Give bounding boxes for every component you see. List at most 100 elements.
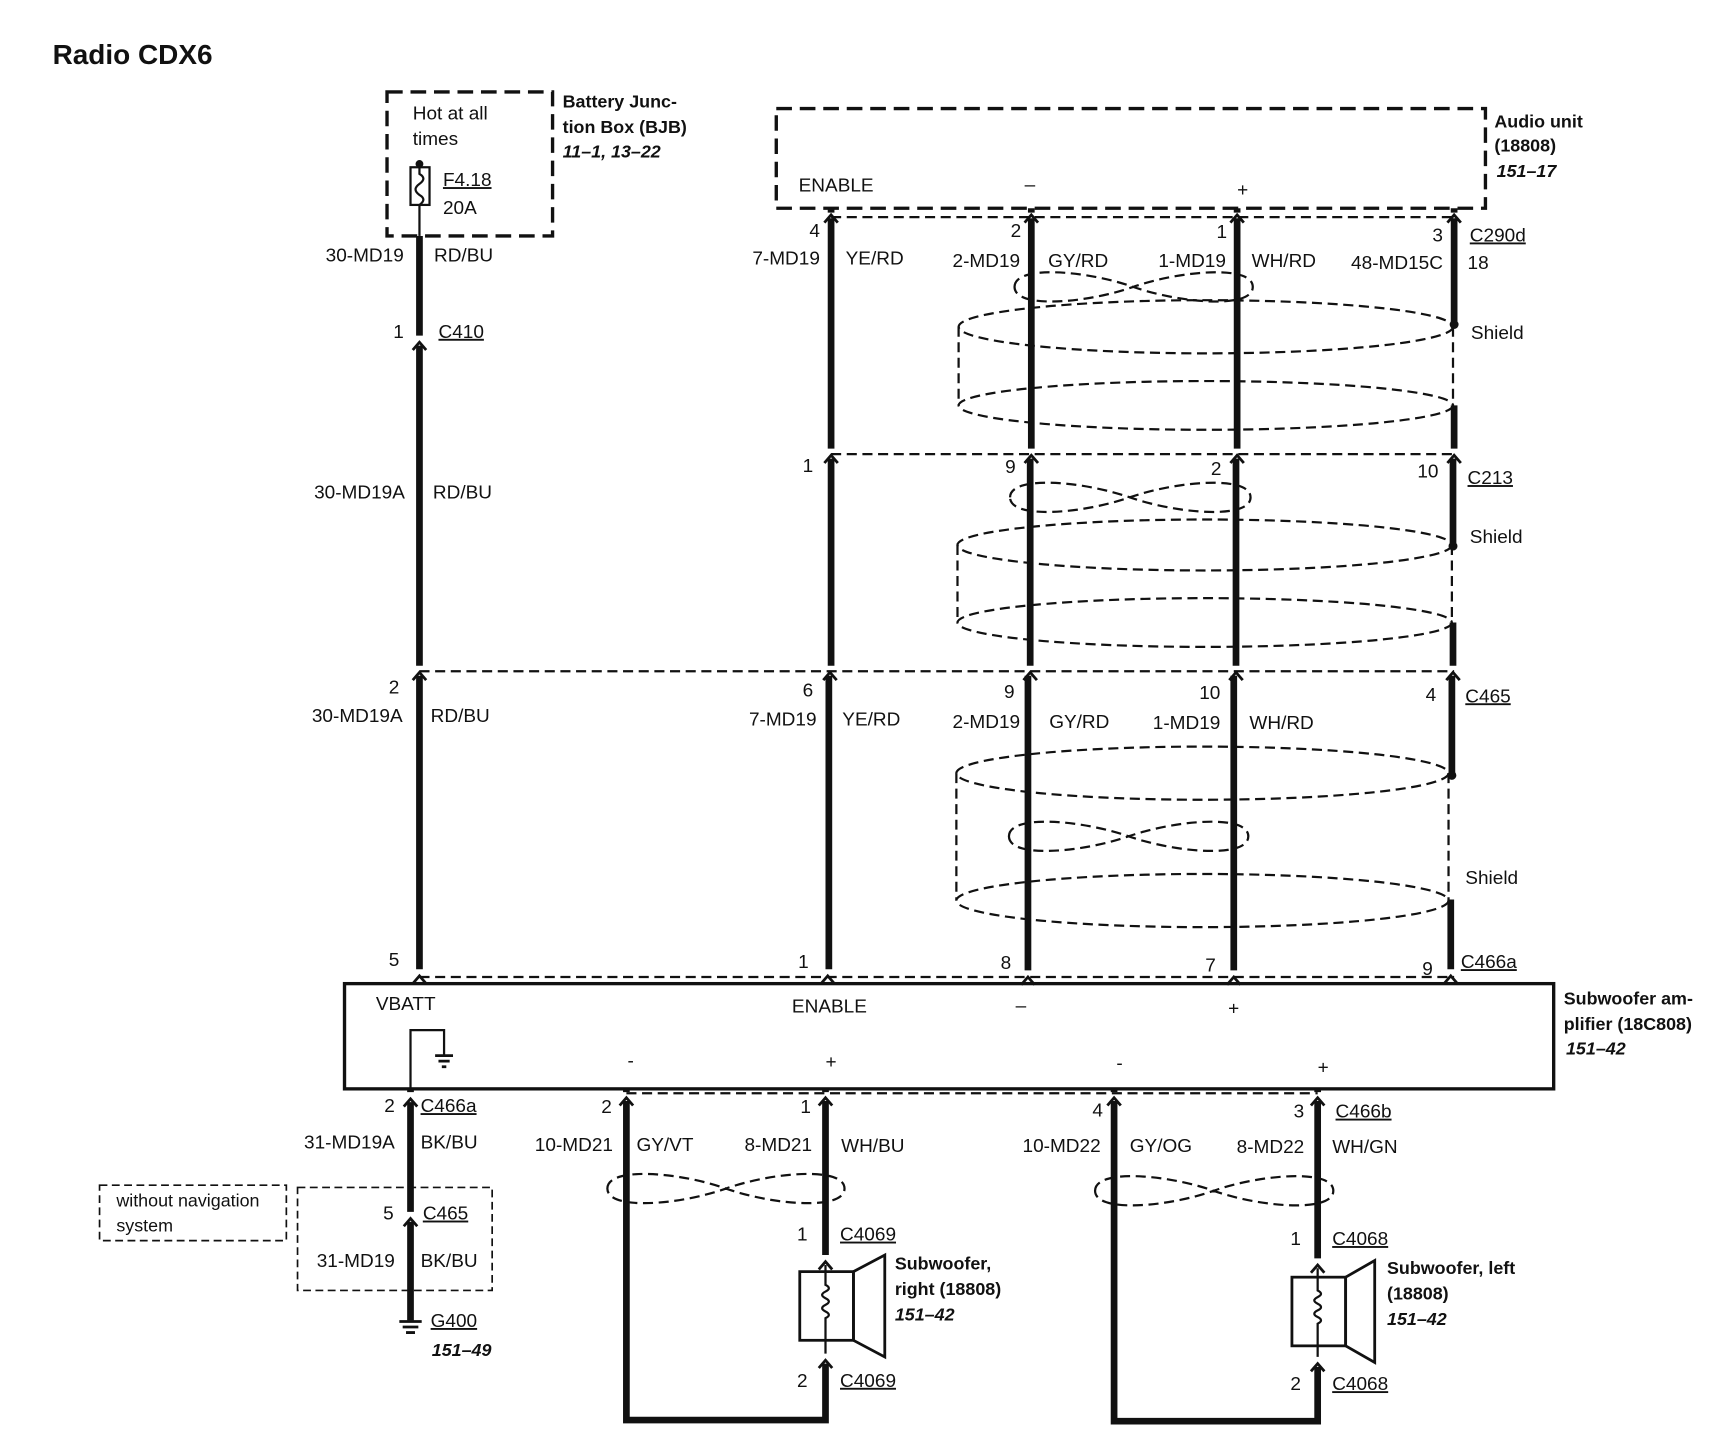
ground-page-ref: 151–49 bbox=[432, 1340, 492, 1360]
connector-label: C4069 bbox=[840, 1225, 896, 1246]
wire-circuit-label: 7-MD19 bbox=[752, 249, 820, 270]
amplifier-name: Subwoofer am- bbox=[1564, 989, 1693, 1009]
connector-pin-mark bbox=[817, 1259, 834, 1271]
twisted-pair-symbol bbox=[1007, 820, 1250, 853]
amplifier-page-ref: 151–42 bbox=[1566, 1039, 1626, 1059]
wire-circuit-label: 30-MD19 bbox=[326, 245, 404, 266]
battery-junction-box: Hot at all times F4.18 20A Battery Junc-… bbox=[385, 90, 687, 238]
wire-enable bbox=[825, 208, 835, 970]
amplifier-vbatt-label: VBATT bbox=[376, 994, 436, 1015]
wire-color-label: WH/RD bbox=[1252, 251, 1316, 272]
wire-circuit-label: 48-MD15C bbox=[1351, 253, 1443, 274]
option-note-box bbox=[98, 1184, 288, 1242]
wire-color-label: WH/BU bbox=[841, 1136, 904, 1157]
connector-label: C466a bbox=[421, 1096, 477, 1117]
connector-pin-mark bbox=[817, 1095, 834, 1107]
wire-color-label: RD/BU bbox=[434, 245, 493, 266]
subwoofer-left-page-ref: 151–42 bbox=[1387, 1309, 1447, 1329]
connector-label: C290d bbox=[1470, 226, 1526, 247]
pin-number: 9 bbox=[1004, 682, 1015, 703]
shield-splice-dot bbox=[1447, 770, 1457, 780]
wire-circuit-label: 30-MD19A bbox=[314, 483, 405, 504]
wire-circuit-label: 7-MD19 bbox=[749, 710, 817, 731]
connector-pin-mark bbox=[822, 670, 838, 682]
connector-label: C410 bbox=[438, 322, 483, 343]
connector-pin-mark bbox=[402, 1216, 419, 1228]
audio-unit-enable-label: ENABLE bbox=[799, 176, 874, 197]
wire-subwoofer-left-minus bbox=[1110, 1088, 1322, 1425]
wire-gauge-label: 18 bbox=[1468, 253, 1489, 274]
audio-unit-page-ref: 151–17 bbox=[1497, 161, 1558, 181]
amplifier-box bbox=[342, 981, 1556, 1091]
connector-pin-mark bbox=[411, 973, 428, 985]
shield-label: Shield bbox=[1470, 527, 1523, 548]
pin-number: 2 bbox=[384, 1096, 395, 1117]
pin-number: 1 bbox=[1290, 1229, 1301, 1250]
ground-circuit-labels: 2 C466a 31-MD19A BK/BU without navigatio… bbox=[115, 1096, 491, 1360]
twisted-pair-symbol bbox=[1013, 271, 1254, 303]
ground-id: G400 bbox=[431, 1311, 477, 1332]
connector-pin-mark bbox=[1309, 1095, 1326, 1107]
amplifier-name: plifier (18C808) bbox=[1564, 1014, 1692, 1034]
c213-labels: 1 9 2 10 C213 Shield bbox=[803, 456, 1523, 548]
pin-number: 1 bbox=[800, 1097, 811, 1118]
wire-subwoofer-right-minus bbox=[623, 1088, 829, 1424]
wires bbox=[407, 208, 1459, 1425]
speaker-coil bbox=[1313, 1277, 1323, 1346]
wire-circuit-label: 31-MD19A bbox=[304, 1133, 395, 1154]
c465-labels: 6 9 10 4 C465 7-MD19 YE/RD 2-MD19 GY/RD … bbox=[749, 681, 1518, 889]
connector-label: C465 bbox=[423, 1204, 468, 1225]
connector-pin-mark bbox=[1023, 453, 1040, 464]
audio-unit-name: Audio unit bbox=[1494, 111, 1582, 131]
pin-number: 1 bbox=[393, 322, 404, 343]
fuse-id: F4.18 bbox=[443, 170, 492, 191]
pin-number: 4 bbox=[1426, 685, 1437, 706]
pin-number: 4 bbox=[1092, 1101, 1103, 1122]
connector-pin-mark bbox=[1229, 453, 1245, 464]
connector-pin-mark bbox=[823, 212, 839, 224]
bjb-page-ref: 11–1, 13–22 bbox=[563, 141, 661, 161]
bjb-name: tion Box (BJB) bbox=[563, 117, 687, 137]
connector-pin-mark bbox=[1446, 212, 1462, 224]
twisted-pair-symbol bbox=[1093, 1175, 1335, 1207]
pin-number: 1 bbox=[798, 952, 809, 973]
speaker-coil bbox=[821, 1271, 830, 1341]
fuse-terminal-dot bbox=[415, 160, 424, 168]
wire-color-label: WH/GN bbox=[1332, 1137, 1397, 1158]
subwoofer-left-name: (18808) bbox=[1387, 1283, 1449, 1303]
amplifier-output-label: + bbox=[1318, 1057, 1329, 1078]
bjb-name: Battery Junc- bbox=[563, 92, 677, 112]
pin-number: 7 bbox=[1205, 956, 1216, 977]
connector-pin-mark bbox=[1309, 1361, 1326, 1373]
option-segment-box bbox=[296, 1186, 494, 1292]
connector-lines bbox=[419, 216, 1455, 1095]
connector-pin-mark bbox=[823, 453, 839, 464]
wire-color-label: WH/RD bbox=[1249, 713, 1313, 734]
shield-side bbox=[955, 773, 1450, 901]
connector-pin-mark bbox=[1225, 974, 1242, 986]
subwoofer-right-name: Subwoofer, bbox=[895, 1253, 991, 1273]
connector-pin-mark bbox=[1022, 670, 1038, 682]
pin-number: 4 bbox=[809, 221, 820, 242]
wire-circuit-label: 1-MD19 bbox=[1153, 713, 1221, 734]
wire-color-label: RD/BU bbox=[433, 483, 492, 504]
pin-number: 1 bbox=[797, 1225, 808, 1246]
speaker-cone bbox=[1344, 1258, 1377, 1365]
shield-side bbox=[956, 544, 1454, 623]
audio-unit-plus-label: + bbox=[1237, 180, 1248, 201]
c466a-labels: 1 8 7 9 C466a bbox=[798, 952, 1517, 980]
connector-pin-mark bbox=[1020, 974, 1036, 986]
pin-number: 1 bbox=[1216, 222, 1227, 243]
wire-color-label: GY/RD bbox=[1049, 712, 1109, 733]
wire-circuit-label: 2-MD19 bbox=[953, 712, 1021, 733]
c290d-labels: 4 2 1 3 C290d 18 7-MD19 YE/RD 2-MD19 GY/… bbox=[752, 221, 1525, 344]
amplifier-output-label: + bbox=[825, 1052, 836, 1073]
pin-number: 9 bbox=[1422, 959, 1433, 980]
connector-pin-mark bbox=[1106, 1095, 1122, 1107]
amplifier-internal-ground-lead bbox=[409, 1029, 446, 1089]
wire-circuit-label: 2-MD19 bbox=[953, 251, 1021, 272]
pin-number: 2 bbox=[601, 1097, 612, 1118]
wire-circuit-label: 8-MD22 bbox=[1237, 1137, 1305, 1158]
connector-pin-mark bbox=[1023, 212, 1040, 224]
